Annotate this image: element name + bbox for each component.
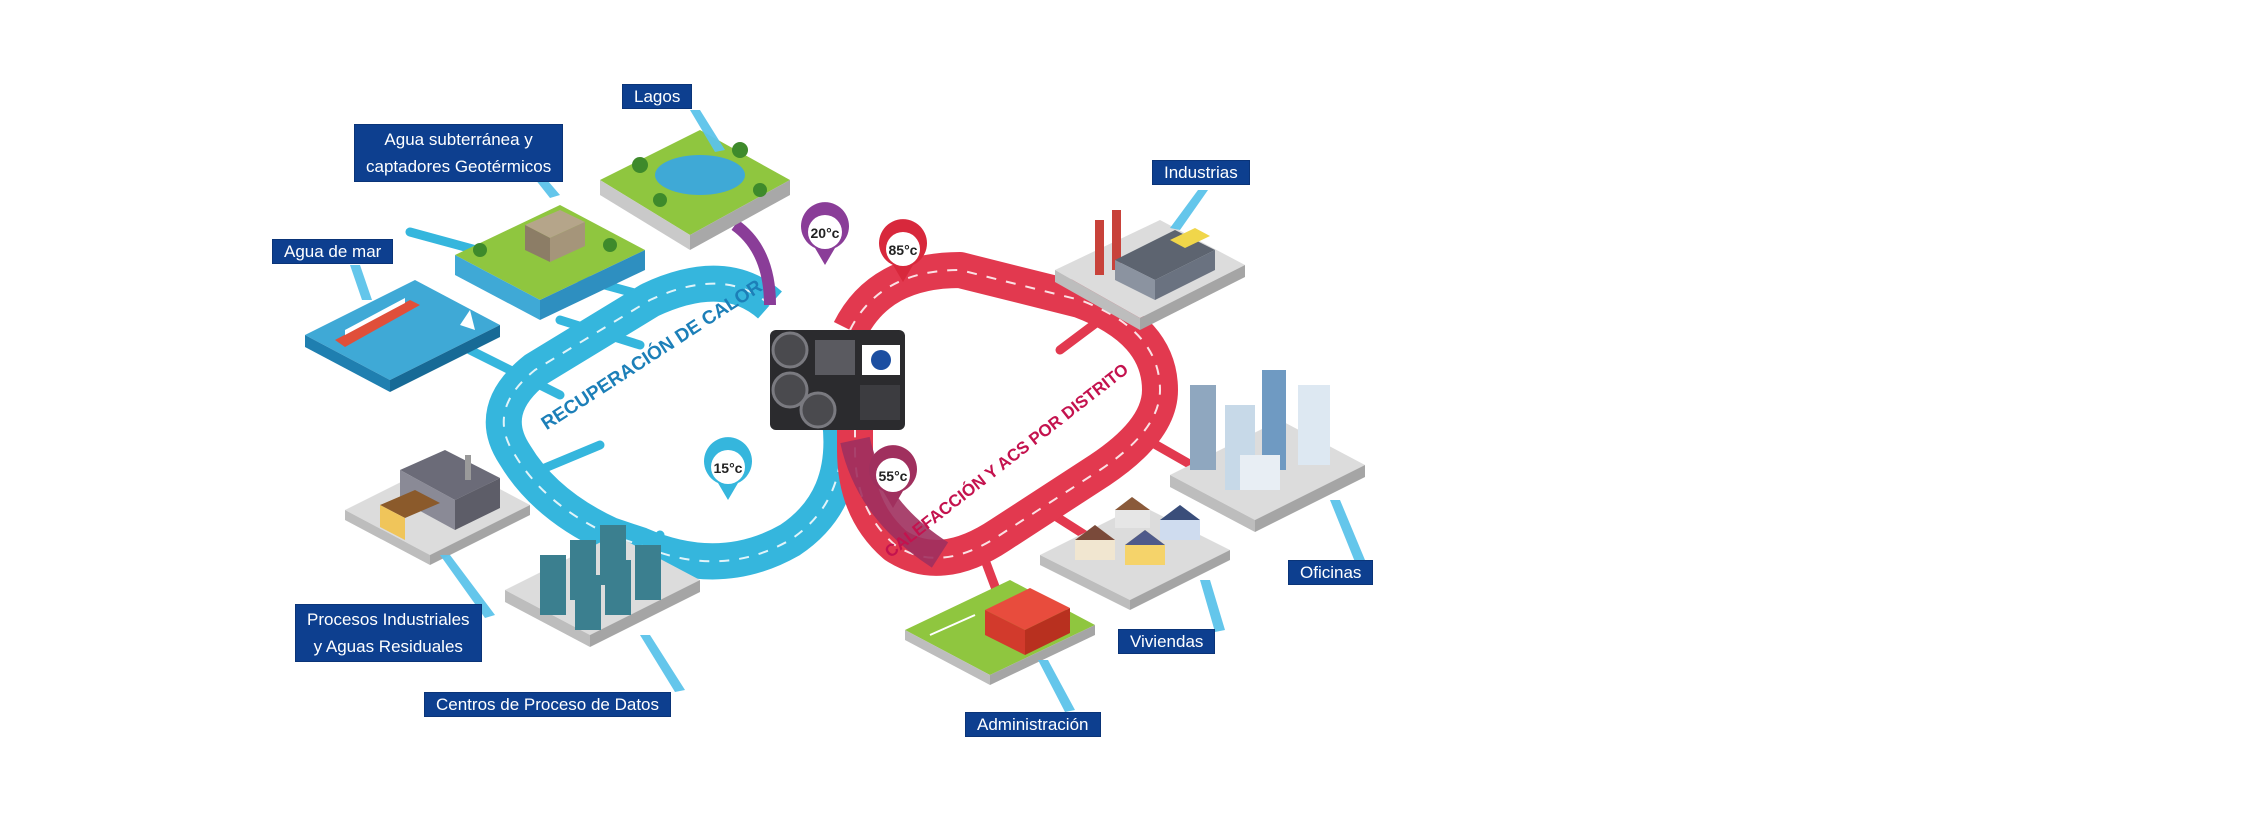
pin-55c: 55°c [869,445,918,508]
label-agua-subterranea: Agua subterránea y captadores Geotérmico… [354,124,564,182]
label-oficinas: Oficinas [1288,560,1374,585]
pin-85c-label: 85°c [889,242,918,258]
label-centros-de-datos: Centros de Proceso de Datos [424,692,672,717]
label-procesos-industriales: Procesos Industriales y Aguas Residuales [295,604,482,662]
pin-15c-label: 15°c [714,460,743,476]
housing-tile [1040,497,1230,610]
administration-tile [905,580,1095,685]
pin-15c: 15°c [704,437,752,500]
sea-tile [305,280,500,392]
label-agua-de-mar: Agua de mar [272,239,394,264]
industries-tile [1055,210,1245,330]
label-lagos: Lagos [622,84,693,109]
label-industrias: Industrias [1152,160,1250,185]
purple-lake-pipe [731,220,776,306]
lake-tile [600,130,790,250]
offices-tile [1170,370,1365,532]
blue-loop-road [485,265,860,580]
pin-55c-label: 55°c [879,468,908,484]
pin-20c-label: 20°c [811,225,840,241]
district-loop [833,252,1205,605]
pin-20c: 20°c [800,202,849,265]
pin-85c: 85°c [878,219,927,282]
data-center-tile [505,525,700,647]
label-administracion: Administración [965,712,1101,737]
label-viviendas: Viviendas [1118,629,1216,654]
geothermal-tile [455,205,645,320]
industrial-process-tile [345,450,530,565]
heat-pump-machine [770,330,905,430]
